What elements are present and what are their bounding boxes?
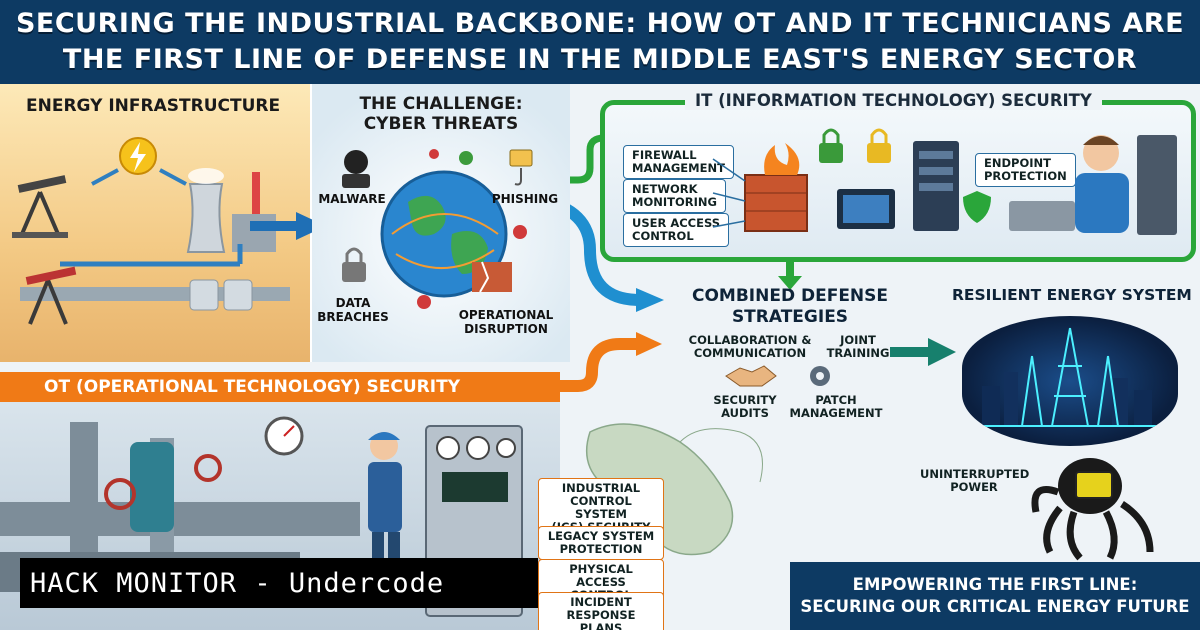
oil-pumpjack-icon-2	[25, 266, 77, 325]
it-item-endpoint-line-1: ENDPOINT	[984, 156, 1051, 170]
challenge-title-line-1: THE CHALLENGE:	[359, 94, 523, 114]
handshake-icon	[725, 365, 777, 387]
broken-wall-icon	[472, 261, 512, 293]
energy-infrastructure-panel: ENERGY INFRASTRUCTURE	[0, 84, 312, 362]
empower-banner: EMPOWERING THE FIRST LINE: SECURING OUR …	[790, 562, 1200, 630]
strategy-audit-line-1: SECURITY	[713, 393, 777, 407]
energy-infrastructure-illustration	[12, 137, 290, 325]
strategy-patch-management: PATCH MANAGEMENT	[786, 394, 886, 420]
monitor-icon	[837, 189, 895, 229]
challenge-title-line-2: CYBER THREATS	[363, 114, 519, 134]
challenge-illustration	[342, 149, 533, 309]
threat-data-breaches-line-2: BREACHES	[317, 310, 389, 324]
hacker-icon	[342, 150, 370, 188]
lightning-icon	[119, 137, 157, 175]
it-item-firewall-line-1: FIREWALL	[632, 148, 697, 162]
strategy-audit-line-2: AUDITS	[721, 406, 769, 420]
it-item-access-line-2: CONTROL	[632, 229, 694, 243]
strategy-security-audits: SECURITY AUDITS	[702, 394, 788, 420]
energy-infrastructure-title: ENERGY INFRASTRUCTURE	[26, 96, 281, 116]
threat-data-breaches: DATA BREACHES	[316, 296, 390, 324]
ot-item-physical-line-1: PHYSICAL	[569, 562, 633, 576]
shield-icon	[963, 191, 991, 223]
combined-icons	[725, 365, 830, 387]
challenge-panel: THE CHALLENGE: CYBER THREATS	[312, 84, 570, 362]
empower-line-2: SECURING OUR CRITICAL ENERGY FUTURE	[800, 597, 1190, 616]
strategy-patch-line-1: PATCH	[815, 393, 857, 407]
strategy-collab-line-1: COLLABORATION &	[688, 333, 812, 347]
outcome-uninterrupted-power: UNINTERRUPTED POWER	[920, 467, 1030, 494]
technician-it-icon	[1009, 135, 1129, 233]
ot-security-banner: OT (OPERATIONAL TECHNOLOGY) SECURITY	[0, 372, 560, 402]
strategy-collab-line-2: COMMUNICATION	[693, 346, 807, 360]
resilient-energy-panel: RESILIENT ENERGY SYSTEM UNINTERRUPTED PO…	[920, 272, 1200, 562]
power-tower-icon	[1021, 327, 1119, 427]
phishing-hook-icon	[509, 149, 533, 186]
oil-pumpjack-icon	[12, 175, 68, 238]
padlock-icon	[342, 247, 366, 282]
gear-icon	[810, 366, 830, 386]
threat-operational-disruption: OPERATIONAL DISRUPTION	[448, 308, 564, 336]
strategy-joint-line-2: TRAINING	[826, 346, 890, 360]
it-security-title-wrap: IT (INFORMATION TECHNOLOGY) SECURITY	[685, 91, 1102, 110]
outcome-power-line-1: UNINTERRUPTED	[920, 467, 1030, 481]
it-item-firewall-line-2: MANAGEMENT	[632, 161, 725, 175]
octopus-icon	[1031, 458, 1154, 561]
it-item-endpoint-protection: ENDPOINT PROTECTION	[975, 153, 1076, 187]
combined-defense-title: COMBINED DEFENSE STRATEGIES	[640, 286, 940, 328]
empower-line-1: EMPOWERING THE FIRST LINE:	[852, 575, 1138, 594]
outcome-power-line-2: POWER	[950, 480, 998, 494]
threat-phishing: PHISHING	[491, 192, 559, 206]
it-item-network-line-2: MONITORING	[632, 195, 717, 209]
hack-monitor-watermark: HACK MONITOR - Undercode	[20, 558, 538, 608]
ot-item-legacy-line-2: PROTECTION	[559, 542, 643, 556]
header-title-line-1: SECURING THE INDUSTRIAL BACKBONE: HOW OT…	[15, 8, 1185, 39]
it-item-access-line-1: USER ACCESS	[632, 216, 721, 230]
header-banner: SECURING THE INDUSTRIAL BACKBONE: HOW OT…	[0, 0, 1200, 84]
pressure-gauge-icon	[264, 416, 304, 456]
it-item-user-access-control: USER ACCESS CONTROL	[623, 213, 730, 247]
threat-malware: MALWARE	[318, 192, 386, 206]
strategy-collaboration: COLLABORATION & COMMUNICATION	[680, 334, 820, 360]
challenge-title: THE CHALLENGE: CYBER THREATS	[312, 94, 570, 134]
header-title-line-2: THE FIRST LINE OF DEFENSE IN THE MIDDLE …	[62, 44, 1138, 75]
it-security-illustration	[712, 128, 1177, 235]
octopus-mascot-logo	[1031, 458, 1154, 561]
strategy-patch-line-2: MANAGEMENT	[789, 406, 883, 420]
threat-op-line-2: DISRUPTION	[464, 322, 548, 336]
it-item-network-monitoring: NETWORK MONITORING	[623, 179, 726, 213]
server-rack-icon	[913, 141, 959, 231]
ot-item-legacy-protection: LEGACY SYSTEM PROTECTION	[538, 526, 664, 560]
ot-item-incident-line-1: INCIDENT	[570, 595, 632, 609]
ot-item-incident-response: INCIDENT RESPONSE PLANS	[538, 592, 664, 630]
city-skyline	[962, 327, 1178, 427]
virus-icon	[417, 149, 527, 309]
server-tower-icon	[1137, 135, 1177, 235]
ot-security-title: OT (OPERATIONAL TECHNOLOGY) SECURITY	[44, 377, 461, 397]
power-plant-icon	[186, 168, 276, 253]
firewall-icon	[744, 143, 808, 232]
it-item-network-line-1: NETWORK	[632, 182, 698, 196]
it-item-firewall-management: FIREWALL MANAGEMENT	[623, 145, 734, 179]
it-security-title: IT (INFORMATION TECHNOLOGY) SECURITY	[695, 91, 1092, 110]
combined-defense-panel: COMBINED DEFENSE STRATEGIES COLLABORATIO…	[640, 268, 940, 438]
threat-data-breaches-line-1: DATA	[335, 296, 371, 310]
resilient-energy-title: RESILIENT ENERGY SYSTEM	[952, 286, 1192, 304]
ot-item-ics-line-1: INDUSTRIAL	[561, 481, 641, 495]
combined-title-line-2: STRATEGIES	[731, 307, 849, 327]
ot-item-incident-line-2: RESPONSE PLANS	[566, 608, 636, 630]
ot-security-panel: INDUSTRIAL CONTROL SYSTEM (ICS) SECURITY…	[0, 402, 664, 630]
ot-item-legacy-line-1: LEGACY SYSTEM	[547, 529, 655, 543]
valve-wheel-icon	[104, 454, 222, 510]
it-security-panel: IT (INFORMATION TECHNOLOGY) SECURITY FIR…	[600, 91, 1196, 262]
city-grid-illustration	[962, 316, 1178, 446]
combined-title-line-1: COMBINED DEFENSE	[691, 286, 889, 306]
strategy-joint-line-1: JOINT	[840, 333, 876, 347]
threat-op-line-1: OPERATIONAL	[458, 308, 554, 322]
padlock-icon-green	[819, 128, 843, 163]
padlock-icon-yellow	[867, 128, 891, 163]
it-item-endpoint-line-2: PROTECTION	[984, 169, 1067, 183]
ot-item-ics-line-2: CONTROL SYSTEM	[570, 494, 632, 521]
strategy-joint-training: JOINT TRAINING	[820, 334, 896, 360]
